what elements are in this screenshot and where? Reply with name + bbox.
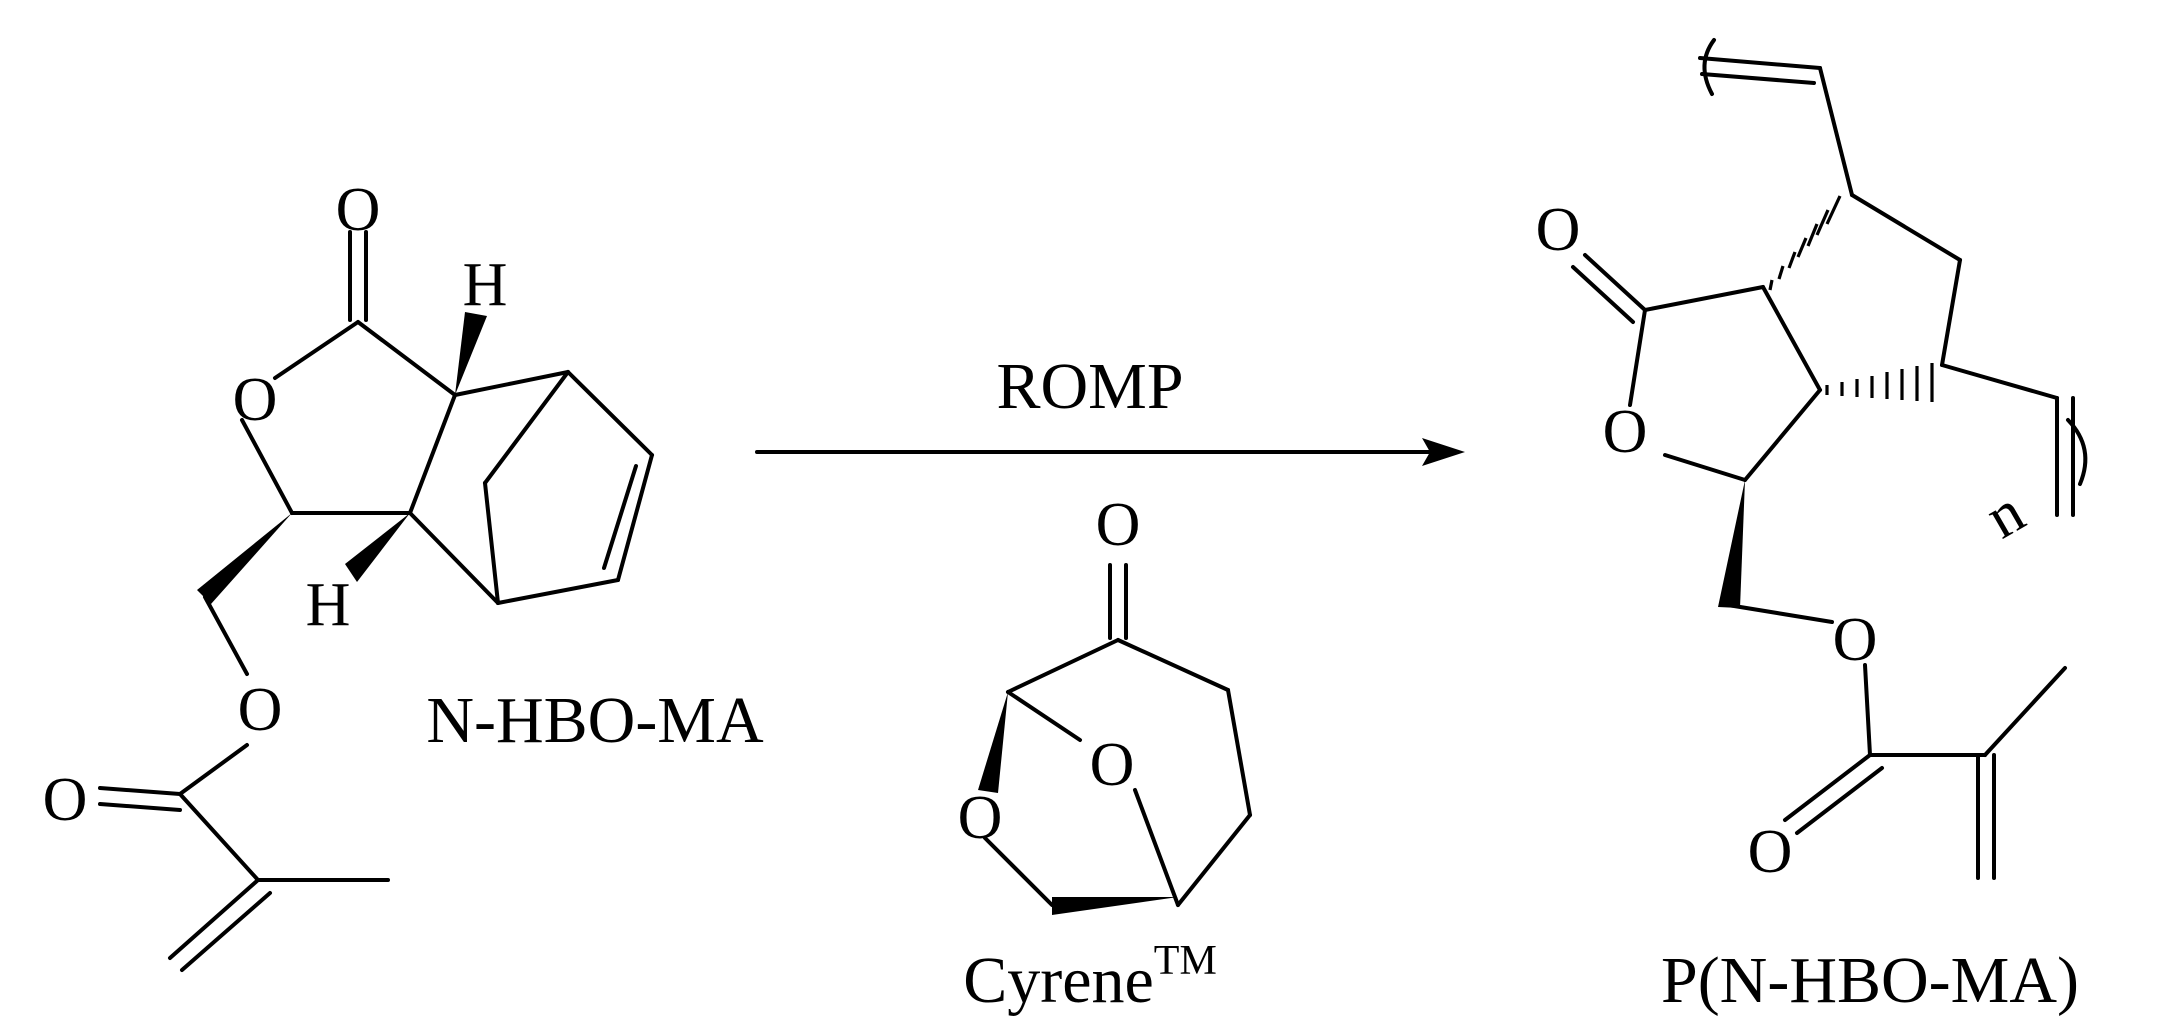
product-name: P(N-HBO-MA) xyxy=(1661,944,2079,1017)
atom-h: H xyxy=(306,571,351,639)
atom-o: O xyxy=(233,366,278,434)
solvent-name: CyreneTM xyxy=(963,938,1217,1017)
reactant-name: N-HBO-MA xyxy=(426,684,764,757)
atom-o: O xyxy=(1096,491,1141,559)
trademark-superscript: TM xyxy=(1154,938,1217,984)
solvent-name-text: Cyrene xyxy=(963,944,1154,1017)
atom-o: O xyxy=(43,766,88,834)
reactant-structure: O O H H O O xyxy=(43,176,654,972)
repeat-unit-n: n xyxy=(1975,477,2036,551)
atom-o: O xyxy=(1603,398,1648,466)
atom-h: H xyxy=(463,251,508,319)
product-structure: O O O O n xyxy=(1536,38,2088,886)
atom-o: O xyxy=(958,784,1003,852)
atom-o: O xyxy=(1748,818,1793,886)
atom-o: O xyxy=(238,676,283,744)
atom-o: O xyxy=(1090,731,1135,799)
reaction-arrow xyxy=(755,438,1465,466)
atom-o: O xyxy=(1833,606,1878,674)
hashed-bond xyxy=(1768,195,1842,291)
solvent-structure: O O O xyxy=(958,491,1252,915)
reaction-condition: ROMP xyxy=(996,350,1183,423)
hashed-bond xyxy=(1825,363,1934,402)
atom-o: O xyxy=(336,176,381,244)
atom-o: O xyxy=(1536,196,1581,264)
